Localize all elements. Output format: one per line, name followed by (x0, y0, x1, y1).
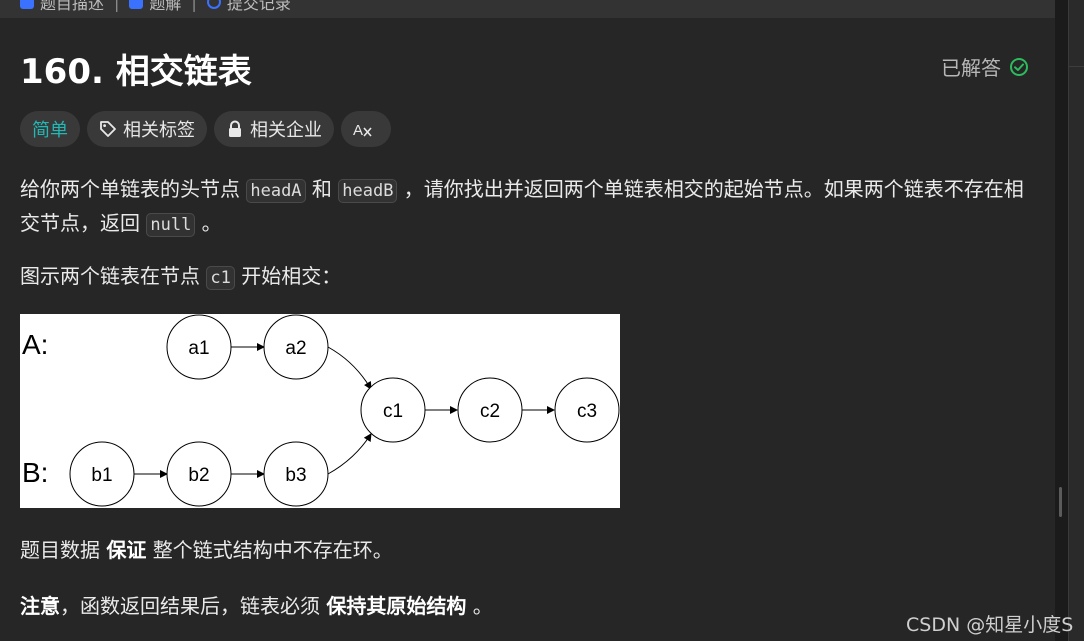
edge-b3-c1 (327, 433, 372, 475)
description-paragraph-4: 注意，函数返回结果后，链表必须 保持其原始结构 。 (20, 594, 493, 618)
description-paragraph-2: 图示两个链表在节点 c1 开始相交： (20, 264, 342, 290)
code-headb: headB (338, 179, 398, 203)
lock-icon (229, 120, 241, 137)
node-c2-label: c2 (480, 401, 500, 422)
node-c3 (554, 377, 620, 443)
code-heada: headA (246, 179, 306, 203)
description-paragraph-1: 给你两个单链表的头节点 headA 和 headB ，请你找出并返回两个单链表相… (20, 177, 1024, 237)
linked-list-diagram: A: B: a1 a2 b1 b2 b3 c1 (20, 314, 620, 508)
description-paragraph-3: 题目数据 保证 整个链式结构中不存在环。 (20, 538, 393, 562)
code-null: null (146, 213, 196, 237)
code-c1: c1 (206, 266, 235, 290)
node-c1-label: c1 (383, 401, 403, 422)
node-a2 (263, 314, 329, 380)
node-b2 (166, 441, 232, 507)
solved-status: 已解答 (941, 52, 1029, 81)
node-c2 (457, 377, 523, 443)
related-companies-button[interactable]: 相关企业 (214, 111, 334, 147)
tag-row: 简单 相关标签 相关企业 A (20, 111, 391, 147)
tab-submissions[interactable]: 提交记录 (206, 0, 291, 14)
tab-separator: | (114, 0, 120, 12)
page-title: 160. 相交链表 (20, 52, 252, 92)
solved-label: 已解答 (941, 56, 1001, 80)
top-tab-bar: 题目描述 | 题解 | 提交记录 (0, 0, 1055, 18)
node-b3-label: b3 (285, 465, 306, 486)
tab-description[interactable]: 题目描述 (20, 0, 104, 14)
node-b1-label: b1 (91, 465, 112, 486)
node-a1 (166, 314, 232, 380)
tag-icon (100, 121, 116, 137)
tab-solutions[interactable]: 题解 (129, 0, 181, 14)
panel-divider[interactable] (1055, 0, 1068, 641)
diagram-svg: A: B: a1 a2 b1 b2 b3 c1 (22, 314, 620, 507)
check-circle-icon (1010, 57, 1028, 76)
tab-separator: | (191, 0, 197, 12)
translate-button[interactable]: A (341, 111, 391, 147)
node-a2-label: a2 (285, 338, 306, 359)
history-icon (206, 0, 221, 9)
list-b-label: B: (22, 457, 48, 488)
description-icon (20, 0, 34, 9)
right-editor-panel (1068, 0, 1084, 641)
solutions-icon (129, 0, 144, 9)
watermark: CSDN @知星小度S (906, 614, 1074, 636)
node-b1 (69, 441, 135, 507)
breadcrumb: 题目描述 | 题解 | 提交记录 (20, 0, 291, 14)
list-a-label: A: (22, 329, 48, 360)
translate-icon: A (353, 122, 372, 138)
node-c3-label: c3 (577, 401, 597, 422)
panel-header-line (1069, 66, 1084, 67)
edge-a2-c1 (327, 346, 372, 390)
related-tags-button[interactable]: 相关标签 (87, 111, 207, 147)
divider-drag-handle[interactable] (1059, 487, 1062, 517)
node-b3 (263, 441, 329, 507)
node-b2-label: b2 (188, 465, 209, 486)
node-c1 (360, 377, 426, 443)
svg-text:A: A (353, 122, 363, 138)
node-a1-label: a1 (188, 338, 209, 359)
difficulty-badge[interactable]: 简单 (20, 111, 80, 147)
